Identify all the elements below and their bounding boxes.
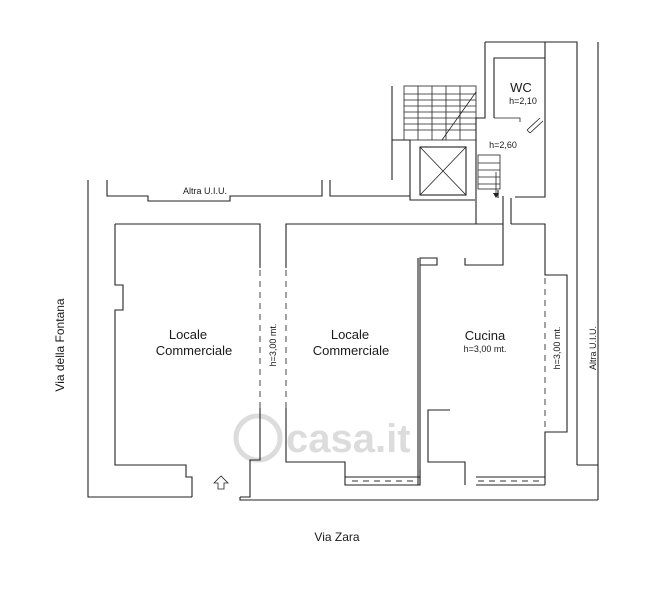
lift-shaft xyxy=(419,146,467,196)
street-left-label: Via della Fontana xyxy=(53,298,67,392)
watermark: casa.it xyxy=(233,413,411,463)
locale2-label-line1: Locale xyxy=(331,327,369,342)
opening-dashes xyxy=(259,270,546,482)
entrance-arrow-icon xyxy=(213,475,229,490)
wc-height-label: h=2,10 xyxy=(509,96,537,106)
watermark-text: casa.it xyxy=(286,417,411,461)
wc-label: WC xyxy=(510,80,532,95)
interior-walls xyxy=(114,196,568,498)
altra-uiu-top-label: Altra U.I.U. xyxy=(183,186,227,196)
street-bottom-label: Via Zara xyxy=(314,530,359,544)
cucina-height-label: h=3,00 mt. xyxy=(464,344,507,354)
wc-room xyxy=(493,57,545,134)
height-left-label: h=3,00 mt. xyxy=(268,324,278,367)
outer-walls xyxy=(87,41,599,501)
altra-uiu-right-label: Altra U.I.U. xyxy=(588,326,598,370)
cucina-label: Cucina xyxy=(465,328,506,343)
locale2-label-line2: Commerciale xyxy=(313,343,390,358)
staircase xyxy=(403,85,501,198)
stair-height-label: h=2,60 xyxy=(489,140,517,150)
locale1-label-line1: Locale xyxy=(169,327,207,342)
height-right-label: h=3,00 mt. xyxy=(552,327,562,370)
locale1-label-line2: Commerciale xyxy=(156,343,233,358)
